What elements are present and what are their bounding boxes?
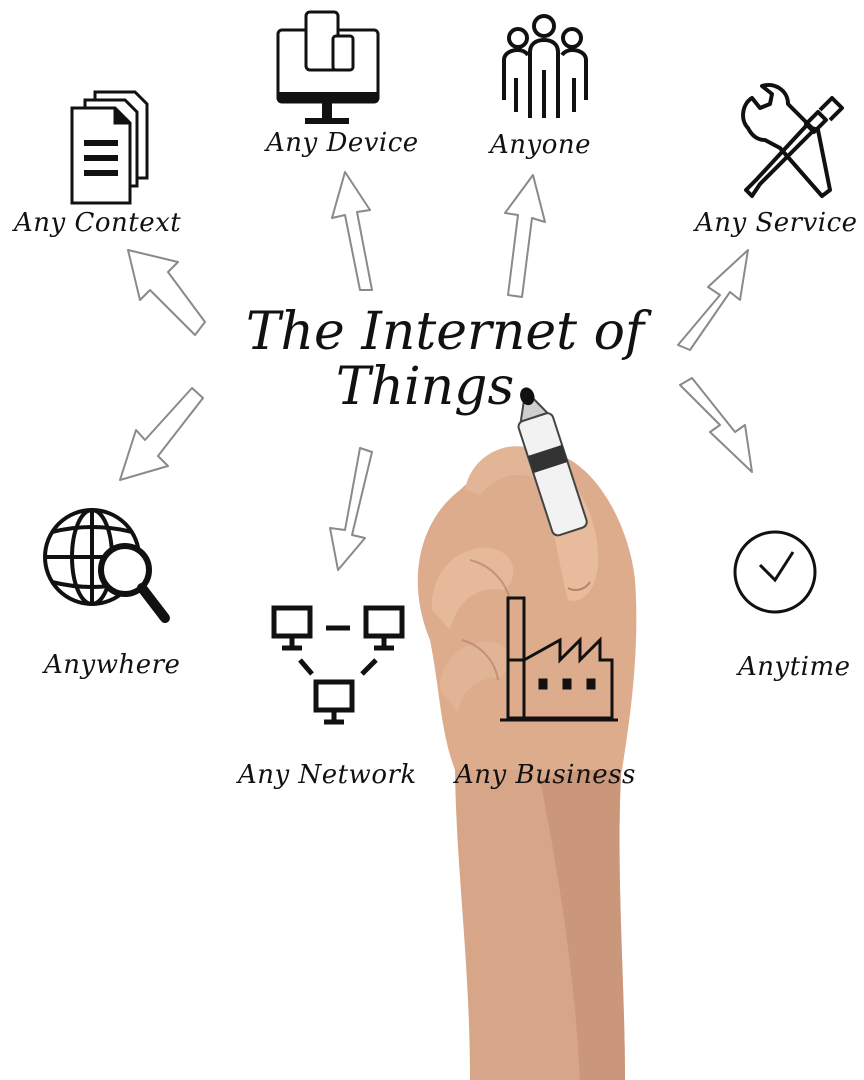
factory-icon [500, 596, 618, 722]
arrow-network [329, 447, 373, 571]
hand-with-marker [417, 387, 637, 1080]
arrow-anyone [504, 174, 546, 298]
devices-icon [276, 10, 380, 124]
arrow-device [331, 171, 373, 291]
label-any-service: Any Service [695, 208, 858, 238]
arrow-anywhere [119, 387, 204, 481]
title-line-2: Things [335, 356, 515, 417]
label-anyone: Anyone [490, 130, 591, 160]
arrow-anytime [679, 377, 753, 473]
documents-icon [70, 90, 149, 205]
label-any-context: Any Context [14, 208, 182, 238]
label-any-network: Any Network [238, 760, 417, 790]
arrow-service [677, 249, 749, 351]
label-anywhere: Anywhere [44, 650, 181, 680]
people-icon [502, 14, 588, 118]
clock-icon [733, 530, 817, 614]
globe-search-icon [43, 508, 170, 623]
title-line-1: The Internet of [245, 302, 645, 362]
diagram-title: The Internet of Things [210, 305, 680, 414]
label-anytime: Anytime [738, 652, 851, 682]
label-any-business: Any Business [455, 760, 636, 790]
arrow-context [127, 249, 206, 336]
label-any-device: Any Device [266, 128, 419, 158]
tools-icon [741, 83, 844, 198]
network-icon [271, 605, 405, 725]
